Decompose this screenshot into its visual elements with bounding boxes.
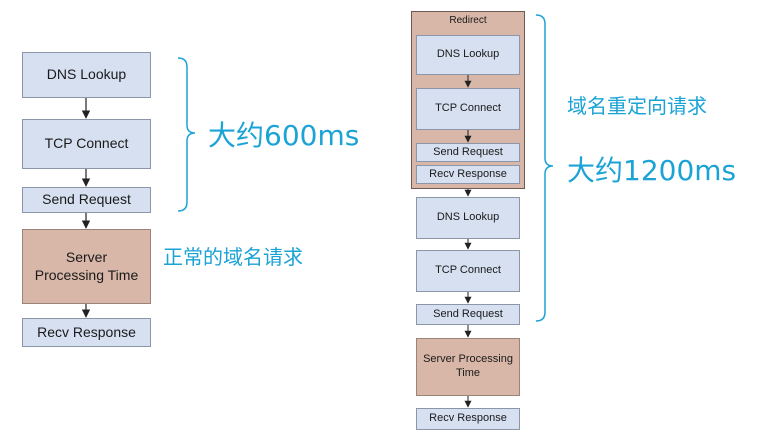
left-server-processing-label: Server Processing Time <box>34 249 139 283</box>
left-dns-lookup-step: DNS Lookup <box>22 52 151 98</box>
left-tcp-connect-label: TCP Connect <box>44 135 129 152</box>
redirect-send-request-label: Send Request <box>433 145 503 158</box>
left-recv-response-step: Recv Response <box>22 318 151 347</box>
redirect-tcp-connect-step: TCP Connect <box>416 88 520 130</box>
right-brace <box>535 14 554 322</box>
right-caption: 域名重定向请求 <box>567 94 707 118</box>
right-duration-label: 大约1200ms <box>567 154 737 187</box>
left-caption: 正常的域名请求 <box>163 245 303 269</box>
redirect-recv-response-label: Recv Response <box>429 167 507 180</box>
right-tcp-connect-label: TCP Connect <box>435 264 501 277</box>
redirect-dns-lookup-label: DNS Lookup <box>436 48 500 61</box>
redirect-send-request-step: Send Request <box>416 143 520 162</box>
right-recv-response-label: Recv Response <box>429 412 507 425</box>
left-brace <box>177 57 196 212</box>
left-dns-lookup-label: DNS Lookup <box>46 66 127 83</box>
right-dns-lookup-step: DNS Lookup <box>416 197 520 239</box>
right-server-processing-step: Server Processing Time <box>416 338 520 396</box>
left-server-processing-step: Server Processing Time <box>22 229 151 304</box>
redirect-title: Redirect <box>449 15 487 26</box>
redirect-tcp-connect-label: TCP Connect <box>435 102 501 115</box>
right-send-request-step: Send Request <box>416 304 520 325</box>
left-duration-label: 大约600ms <box>208 119 360 152</box>
redirect-recv-response-step: Recv Response <box>416 165 520 184</box>
right-recv-response-step: Recv Response <box>416 408 520 430</box>
right-send-request-label: Send Request <box>433 307 503 320</box>
right-tcp-connect-step: TCP Connect <box>416 250 520 292</box>
left-recv-response-label: Recv Response <box>37 323 136 340</box>
left-send-request-step: Send Request <box>22 187 151 213</box>
redirect-dns-lookup-step: DNS Lookup <box>416 35 520 75</box>
left-send-request-label: Send Request <box>42 191 131 208</box>
left-tcp-connect-step: TCP Connect <box>22 119 151 169</box>
right-dns-lookup-label: DNS Lookup <box>436 211 500 224</box>
right-server-processing-label: Server Processing Time <box>423 353 513 379</box>
